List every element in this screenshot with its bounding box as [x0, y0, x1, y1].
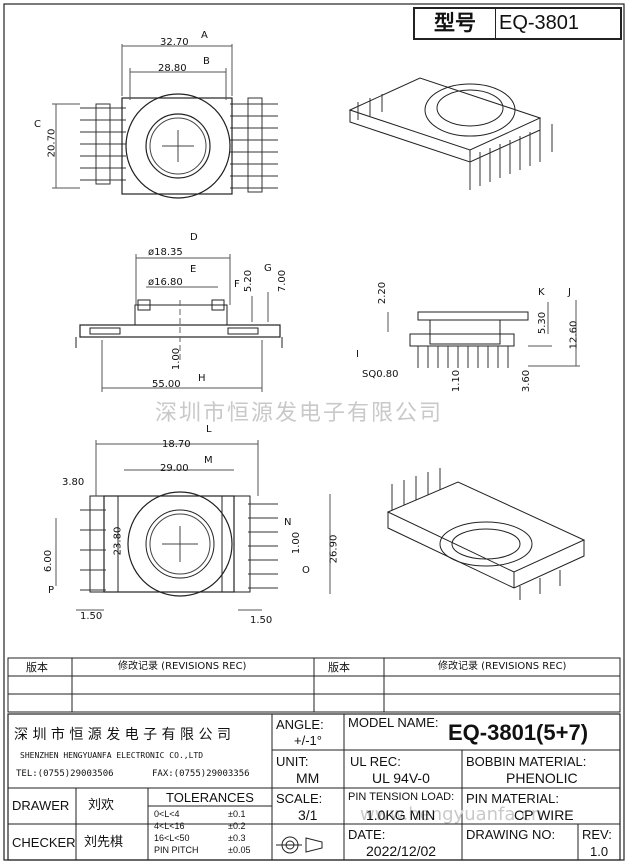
rev-col-version-2: 版本	[328, 661, 350, 674]
dim-m-value: 29.00	[160, 463, 189, 474]
dim-bottom-right: 1.50	[250, 615, 273, 626]
dim-d-tag: D	[190, 232, 198, 243]
bottom-view	[55, 440, 331, 611]
dim-j-tag: J	[568, 287, 571, 298]
dim-l-value: 18.70	[162, 439, 191, 450]
dim-side-top: 2.20	[377, 281, 389, 305]
tol-range-1: 0<L<4	[154, 809, 180, 819]
unit-label: UNIT:	[276, 754, 309, 769]
dim-side-stand: 3.60	[521, 369, 533, 393]
dim-side-pin: 1.10	[451, 369, 463, 393]
pin-material-value: CP WIRE	[514, 807, 574, 823]
scale-value: 3/1	[298, 807, 318, 823]
company-name-en: SHENZHEN HENGYUANFA ELECTRONIC CO.,LTD	[20, 751, 204, 760]
dim-bottom-inner: 23.80	[112, 526, 124, 556]
dim-f-tag: F	[234, 279, 240, 290]
ul-rec-value: UL 94V-0	[372, 770, 430, 786]
dim-n-tag: N	[284, 517, 292, 528]
tol-value-4: ±0.05	[228, 845, 251, 855]
dim-i-tag: I	[356, 349, 359, 360]
dim-b-value: 28.80	[158, 63, 187, 74]
dim-h-value: 55.00	[152, 379, 181, 390]
dim-m-tag: M	[204, 455, 213, 466]
checker-name: 刘先棋	[84, 835, 124, 850]
drawing-no-label: DRAWING NO:	[466, 827, 556, 842]
dim-a-tag: A	[201, 30, 208, 41]
drawer-label: DRAWER	[12, 798, 70, 813]
side-view	[387, 300, 580, 368]
front-view	[75, 254, 283, 392]
title-block	[7, 713, 621, 861]
url-watermark: www.hengyuanfa.cn	[360, 804, 543, 825]
dim-g-value: 7.00	[277, 269, 289, 293]
dim-k-value: 5.30	[537, 311, 549, 335]
dim-p-tag: P	[48, 585, 55, 596]
rev-col-record-1: 修改记录 (REVISIONS REC)	[118, 661, 247, 672]
dim-c-value: 20.70	[46, 128, 58, 158]
rev-col-record-2: 修改记录 (REVISIONS REC)	[438, 661, 567, 672]
model-name-value: EQ-3801(5+7)	[448, 720, 589, 745]
unit-value: MM	[296, 770, 320, 786]
scale-label: SCALE:	[276, 791, 323, 806]
dim-h-tag: H	[198, 373, 206, 384]
tol-range-2: 4<L<16	[154, 821, 185, 831]
dim-bottom-left: 1.50	[80, 611, 103, 622]
tol-value-1: ±0.1	[228, 809, 246, 819]
model-number: EQ-3801	[499, 12, 580, 34]
rev-label: REV:	[582, 827, 612, 842]
dim-c-tag: C	[34, 119, 41, 130]
dim-bottom-width: 3.80	[62, 477, 85, 488]
angle-value: +/-1°	[294, 733, 322, 748]
dim-front-height: 1.00	[171, 347, 183, 371]
tolerances-label: TOLERANCES	[166, 790, 254, 805]
dim-j-value: 12.60	[568, 320, 580, 350]
drawer-name: 刘欢	[88, 798, 115, 813]
dim-a-value: 32.70	[160, 37, 189, 48]
pin-tension-value: 1.0KG MIN	[366, 807, 436, 823]
dim-o-value: 26.90	[328, 534, 340, 564]
dim-o-tag: O	[302, 565, 310, 576]
company-fax: FAX:(0755)29003356	[152, 769, 250, 779]
company-tel: TEL:(0755)29003506	[16, 769, 114, 779]
dim-k-tag: K	[538, 287, 545, 298]
tol-value-2: ±0.2	[228, 821, 246, 831]
iso-view-bottom	[386, 468, 586, 600]
top-view	[52, 44, 278, 199]
dim-e-value: ø16.80	[148, 277, 183, 288]
model-header-box: 型号 EQ-3801	[413, 7, 622, 40]
type-label: 型号	[415, 9, 496, 38]
dim-f-value: 5.20	[243, 269, 255, 293]
tol-range-3: 16<L<50	[154, 833, 190, 843]
dim-e-tag: E	[190, 264, 197, 275]
model-name-label: MODEL NAME:	[348, 715, 439, 730]
company-name-cn: 深 圳 市 恒 源 发 电 子 有 限 公 司	[14, 727, 231, 743]
dim-g-tag: G	[264, 263, 272, 274]
angle-label: ANGLE:	[276, 717, 324, 732]
pin-tension-label: PIN TENSION LOAD:	[348, 791, 455, 803]
ul-rec-label: UL REC:	[350, 754, 401, 769]
tol-value-3: ±0.3	[228, 833, 246, 843]
dim-n-value: 1.00	[291, 531, 303, 555]
rev-value: 1.0	[590, 844, 609, 859]
dim-b-tag: B	[203, 56, 210, 67]
tol-range-4: PIN PITCH	[154, 845, 199, 855]
date-label: DATE:	[348, 827, 386, 842]
iso-view-top	[348, 77, 553, 190]
dim-p-value: 6.00	[43, 549, 55, 573]
checker-label: CHECKER	[12, 835, 76, 850]
dim-i-value: SQ0.80	[362, 369, 399, 380]
bobbin-material-value: PHENOLIC	[506, 770, 578, 786]
bobbin-material-label: BOBBIN MATERIAL:	[466, 754, 587, 769]
rev-col-version-1: 版本	[26, 661, 48, 674]
revision-table	[7, 657, 621, 713]
dim-l-tag: L	[206, 424, 212, 435]
dim-d-value: ø18.35	[148, 247, 183, 258]
pin-material-label: PIN MATERIAL:	[466, 791, 559, 806]
company-watermark: 深圳市恒源发电子有限公司	[155, 401, 444, 426]
date-value: 2022/12/02	[366, 843, 437, 859]
